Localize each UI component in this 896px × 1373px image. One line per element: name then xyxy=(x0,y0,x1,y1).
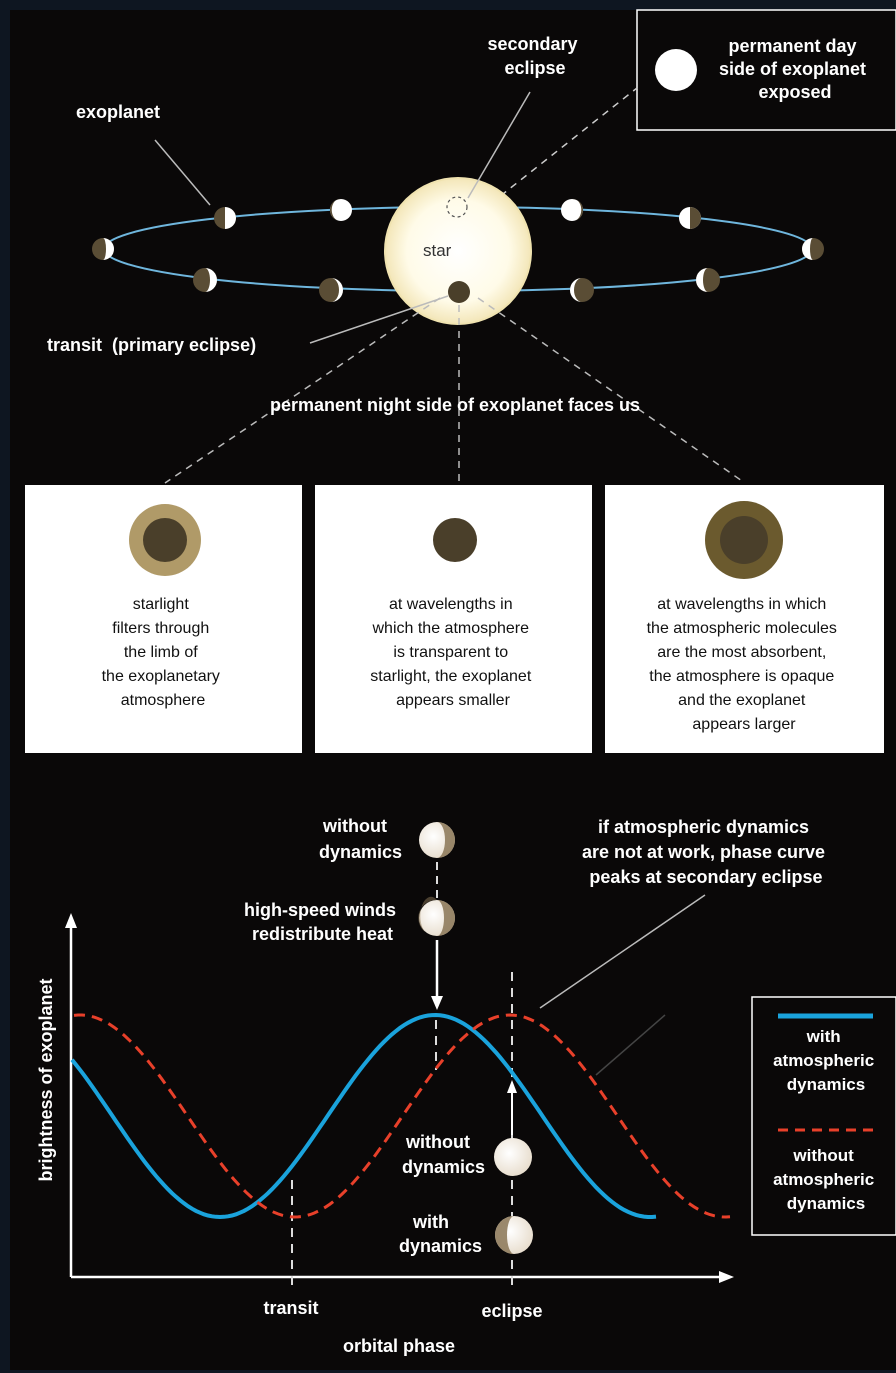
x-axis-label: orbital phase xyxy=(343,1336,455,1356)
eclipse-arrow-head xyxy=(507,1080,517,1093)
without-dynamics-mid-1: without xyxy=(405,1132,470,1152)
planet-back-3 xyxy=(561,198,584,221)
without-dynamics-top-1: without xyxy=(322,816,387,836)
legend: with atmospheric dynamics without atmosp… xyxy=(751,996,896,1236)
planet-back-1 xyxy=(214,207,236,229)
series-with-dynamics xyxy=(70,1012,657,1220)
svg-text:with dynamics: with dynamics xyxy=(399,1212,482,1256)
panel-transparent-line-3: is transparent to xyxy=(393,644,508,661)
panel-limb: starlight filters through the limb of th… xyxy=(25,485,302,753)
svg-text:without dynamics: without dynamics xyxy=(319,816,402,862)
svg-text:secondary eclipse: secondary eclipse xyxy=(487,34,582,78)
legend-with-3: dynamics xyxy=(787,1075,865,1094)
svg-text:permanent day side of exop: permanent day side of exoplanet exposed xyxy=(719,36,871,102)
y-axis-arrow xyxy=(65,913,77,928)
day-side-label-1: permanent day xyxy=(728,36,856,56)
with-dynamics-2: dynamics xyxy=(399,1236,482,1256)
exoplanet-pointer xyxy=(154,139,211,206)
winds-arrow-head xyxy=(431,996,443,1010)
night-side-label: permanent night side of exoplanet faces … xyxy=(270,395,640,415)
panel-limb-line-2: filters through xyxy=(112,620,209,637)
legend-pointer xyxy=(595,1014,666,1076)
planet-left xyxy=(92,238,114,260)
panel-opaque-line-4: the atmosphere is opaque xyxy=(649,668,834,685)
x-axis-arrow xyxy=(719,1271,734,1283)
transit-planet xyxy=(448,281,470,303)
planet-back-4 xyxy=(679,207,701,229)
tick-label-eclipse: eclipse xyxy=(481,1301,542,1321)
svg-text:without atmospheric: without atmospheric dynamics xyxy=(773,1146,879,1213)
secondary-eclipse-label-2: eclipse xyxy=(504,58,565,78)
with-dynamics-1: with xyxy=(412,1212,449,1232)
dash-to-panel-left xyxy=(164,297,441,484)
svg-text:if atmospheric dynamics: if atmospheric dynamics are not at work,… xyxy=(582,817,830,887)
exoplanet-label: exoplanet xyxy=(76,102,160,122)
planet-front-4 xyxy=(696,268,720,292)
svg-text:without dynamics: without dynamics xyxy=(402,1132,485,1177)
planet-small-icon xyxy=(433,518,477,562)
svg-text:high-speed winds redistr: high-speed winds redistribute heat xyxy=(244,900,401,944)
peak-note-1: if atmospheric dynamics xyxy=(598,817,809,837)
planet-front-2 xyxy=(319,278,343,302)
panel-transparent: at wavelengths in which the atmosphere i… xyxy=(315,485,592,753)
peak-note-3: peaks at secondary eclipse xyxy=(589,867,822,887)
panel-limb-line-5: atmosphere xyxy=(121,692,206,709)
legend-without-2: atmospheric xyxy=(773,1170,874,1189)
panel-transparent-line-2: which the atmosphere xyxy=(372,620,530,637)
panel-opaque-line-3: are the most absorbent, xyxy=(657,644,826,661)
panel-limb-line-4: the exoplanetary xyxy=(102,668,220,685)
panel-opaque-line-5: and the exoplanet xyxy=(678,692,806,709)
transit-pointer xyxy=(309,295,449,344)
planet-right xyxy=(802,238,824,260)
transit-label: transit (primary eclipse) xyxy=(47,335,256,355)
day-side-label-2: side of exoplanet xyxy=(719,59,866,79)
svg-text:starlight filters throug: starlight filters through the limb of th… xyxy=(102,596,225,709)
legend-with-1: with xyxy=(806,1027,841,1046)
svg-text:with atmospheric: with atmospheric dynamics xyxy=(773,1027,879,1094)
planet-full-top xyxy=(419,822,455,858)
phase-chart: brightness of exoplanet orbital phase tr… xyxy=(36,816,896,1356)
secondary-eclipse-pointer xyxy=(467,91,531,199)
planet-front-3 xyxy=(570,278,594,302)
svg-text:at wavelengths in which: at wavelengths in which the atmosphere i… xyxy=(370,596,535,709)
secondary-eclipse-marker xyxy=(446,196,468,218)
planet-full-mid xyxy=(494,1138,532,1176)
day-side-label-3: exposed xyxy=(758,82,831,102)
peak-note-pointer xyxy=(539,894,706,1009)
panel-opaque: at wavelengths in which the atmospheric … xyxy=(605,485,884,753)
legend-without-1: without xyxy=(792,1146,854,1165)
star-label: star xyxy=(423,241,452,260)
planet-front-1 xyxy=(193,268,217,292)
panel-limb-line-3: the limb of xyxy=(124,644,198,661)
panel-transparent-line-4: starlight, the exoplanet xyxy=(370,668,532,685)
tick-label-transit: transit xyxy=(263,1298,318,1318)
panel-opaque-line-2: the atmospheric molecules xyxy=(647,620,837,637)
planet-back-2 xyxy=(329,198,352,221)
connector-to-inset xyxy=(469,87,638,221)
panel-transparent-line-5: appears smaller xyxy=(396,692,511,709)
planet-with-dynamics xyxy=(495,1216,533,1254)
panel-opaque-line-1: at wavelengths in which xyxy=(657,596,826,613)
svg-text:at wavelengths in which: at wavelengths in which the atmospheric … xyxy=(647,596,842,733)
panel-opaque-line-6: appears larger xyxy=(692,716,796,733)
high-speed-winds-2: redistribute heat xyxy=(252,924,393,944)
legend-without-3: dynamics xyxy=(787,1194,865,1213)
series-without-dynamics xyxy=(73,1013,731,1219)
day-side-planet-icon xyxy=(655,49,697,91)
without-dynamics-mid-2: dynamics xyxy=(402,1157,485,1177)
legend-with-2: atmospheric xyxy=(773,1051,874,1070)
peak-note-2: are not at work, phase curve xyxy=(582,842,825,862)
y-axis-label: brightness of exoplanet xyxy=(36,978,56,1181)
planet-winds xyxy=(418,896,455,936)
orbit-planets xyxy=(92,198,824,303)
dash-to-panel-right xyxy=(477,297,746,484)
star xyxy=(384,177,532,325)
high-speed-winds-1: high-speed winds xyxy=(244,900,396,920)
panel-transparent-line-1: at wavelengths in xyxy=(389,596,513,613)
without-dynamics-top-2: dynamics xyxy=(319,842,402,862)
panel-limb-line-1: starlight xyxy=(133,596,190,613)
secondary-eclipse-label-1: secondary xyxy=(487,34,577,54)
